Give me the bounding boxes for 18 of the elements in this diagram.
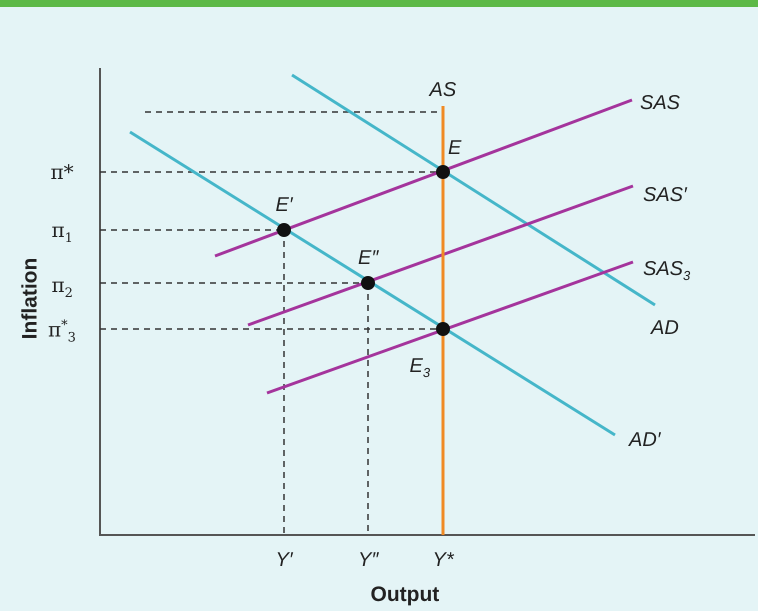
point-label: E′ (276, 195, 293, 215)
point-label: E″ (358, 248, 378, 268)
curve-label: AD′ (629, 430, 661, 450)
curve-label: SAS′ (643, 185, 687, 205)
tick-label: Y″ (358, 550, 378, 570)
curve-label: AS (430, 80, 456, 100)
tick-label: Y* (432, 550, 454, 570)
curve-label: AD (651, 318, 679, 338)
point-label: E$_{3}$ (410, 356, 430, 378)
curve-label: SAS (640, 93, 680, 113)
tick-label: π* (50, 162, 74, 182)
tick-label: Y′ (276, 550, 293, 570)
tick-label: π$_{1}$ (52, 220, 73, 244)
curve-label: SAS$_{3}$ (643, 258, 690, 282)
axis-title: Inflation (19, 257, 40, 339)
point-label: E (448, 138, 462, 158)
axis-title: Output (370, 584, 440, 604)
tick-label: π$_{2}$ (52, 274, 73, 300)
